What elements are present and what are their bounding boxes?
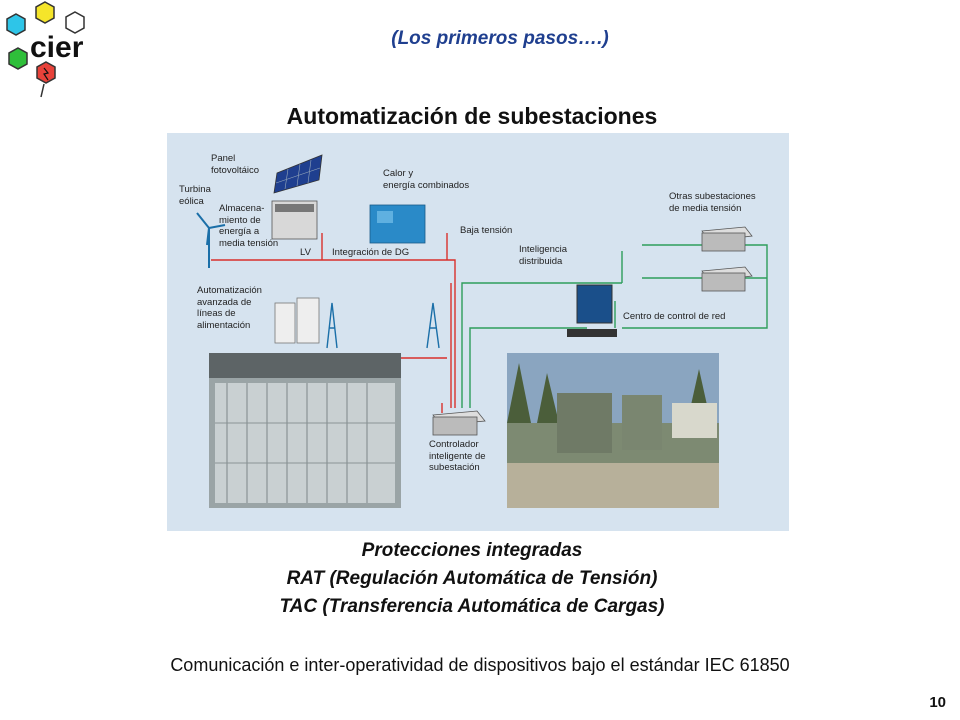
storage-icon [271,200,318,240]
label-chp: Calor y energía combinados [383,168,470,191]
page-number: 10 [929,694,946,711]
label-control-center: Centro de control de red [623,311,726,322]
bullet-line: Protecciones integradas [361,540,583,561]
label-low-voltage: Baja tensión [460,225,513,236]
monitor-icon [567,284,617,337]
label-distributed-intelligence: Inteligencia distribuida [519,244,568,267]
outdoor-substation-photo [507,353,719,508]
label-lv: LV [300,247,311,258]
communication-lines [461,244,768,408]
substation-automation-diagram: Panel fotovoltáico Turbina eólica Almace… [167,133,789,531]
label-other-substations: Otras subestaciones de media tensión [669,191,756,214]
label-feeder-automation: Automatización avanzada de líneas de ali… [197,285,262,331]
cier-logo: cier [6,1,85,98]
footer-text: Comunicación e inter-operatividad de dis… [170,655,790,675]
remote-substation-icons [701,226,753,292]
label-dg-integration: Integración de DG [332,247,410,258]
label-wind-turbine: Turbina eólica [179,184,211,207]
antenna-icons [326,302,440,349]
switchgear-photo [209,353,401,508]
bullet-line: RAT (Regulación Automática de Tensión) [286,568,658,589]
bullet-line: TAC (Transferencia Automática de Cargas) [279,596,665,617]
wind-turbine-icon [196,212,226,268]
cabinet-icon [274,302,296,344]
slide-title: Automatización de subestaciones [286,103,658,129]
solar-panel-icon [273,154,323,194]
dg-unit-icon [369,204,426,244]
label-substation-controller: Controlador inteligente de subestación [429,439,486,473]
label-storage: Almacena- miento de energía a media tens… [219,203,279,249]
cabinet-icon [296,297,320,344]
slide-subtitle: (Los primeros pasos….) [391,28,609,49]
label-solar-panel: Panel fotovoltáico [211,153,260,176]
diagram-graphics [196,154,768,508]
logo-text: cier [30,31,84,64]
substation-controller-icon [432,410,486,436]
